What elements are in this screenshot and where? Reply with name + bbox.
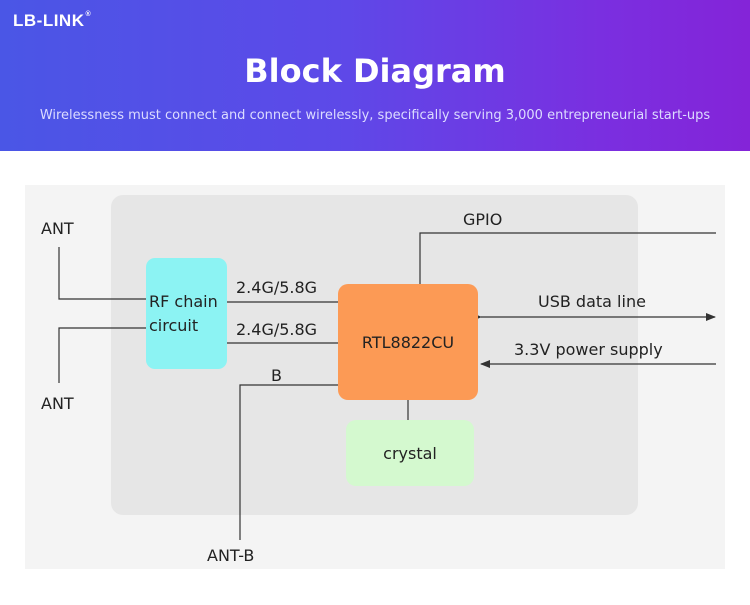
page-title: Block Diagram xyxy=(244,52,506,90)
logo-text: LB-LINK xyxy=(13,11,85,30)
label-band-1: 2.4G/5.8G xyxy=(236,278,318,297)
logo-trademark: ® xyxy=(85,11,92,18)
label-power: 3.3V power supply xyxy=(514,340,663,359)
page-header: LB-LINK® Block Diagram Wirelessness must… xyxy=(0,0,750,151)
label-usb: USB data line xyxy=(538,292,646,311)
label-ant-b: ANT-B xyxy=(207,546,255,565)
label-ant-bottom: ANT xyxy=(41,394,74,413)
label-b: B xyxy=(271,366,282,385)
rtl8822cu-chip-block: RTL8822CU xyxy=(338,284,478,400)
rf-chain-block: RF chain circuit xyxy=(146,258,227,369)
line-b xyxy=(239,384,338,540)
label-band-2: 2.4G/5.8G xyxy=(236,320,318,339)
page-subtitle: Wirelessness must connect and connect wi… xyxy=(39,108,711,123)
line-ant-top xyxy=(58,247,147,300)
brand-logo[interactable]: LB-LINK® xyxy=(13,11,91,31)
crystal-block: crystal xyxy=(346,420,474,486)
label-ant-top: ANT xyxy=(41,219,74,238)
line-ant-bottom xyxy=(58,327,147,383)
line-gpio xyxy=(419,232,716,284)
label-gpio: GPIO xyxy=(463,210,503,229)
